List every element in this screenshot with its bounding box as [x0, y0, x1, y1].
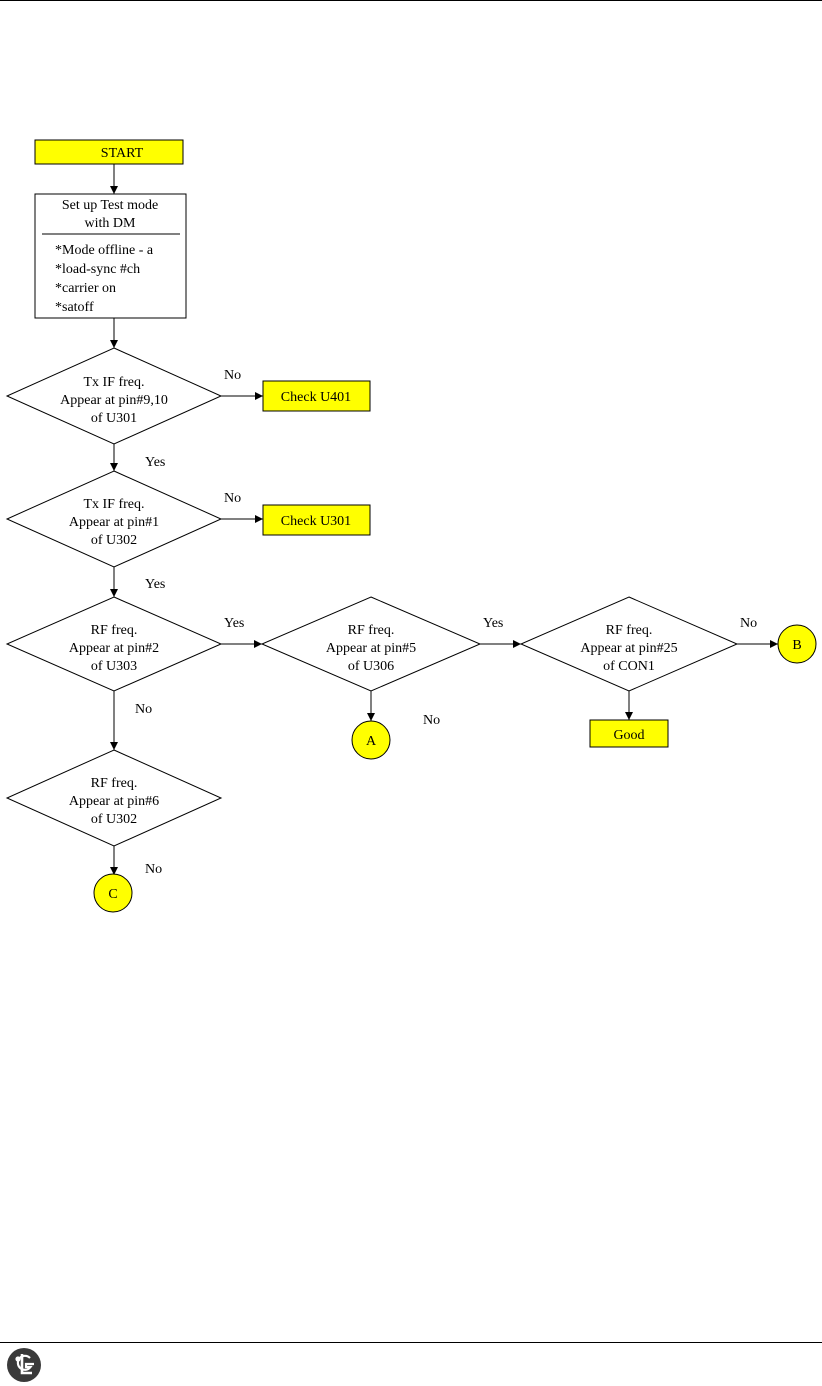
result-1-label: Check U401	[281, 390, 351, 405]
d4-yes-label: Yes	[483, 616, 503, 631]
start-box	[34, 139, 184, 165]
decision-4-line-1: RF freq.	[348, 623, 395, 638]
start-label: START	[101, 146, 144, 161]
decision-2-line-3: of U302	[91, 533, 137, 548]
setup-step-3: *carrier on	[55, 281, 116, 296]
connector-c-label: C	[108, 887, 117, 902]
d3-yes-label: Yes	[224, 616, 244, 631]
decision-2-line-2: Appear at pin#1	[69, 515, 159, 530]
setup-title-line-1: Set up Test mode	[62, 198, 158, 213]
connector-c	[93, 873, 133, 913]
d2-no-label: No	[224, 491, 241, 506]
decision-1-line-2: Appear at pin#9,10	[60, 393, 168, 408]
header-rule	[0, 0, 822, 1]
lg-logo-g-mark	[16, 1354, 34, 1371]
decision-3-line-2: Appear at pin#2	[69, 641, 159, 656]
d6-no-label: No	[145, 862, 162, 877]
setup-box	[34, 193, 187, 319]
connector-a	[351, 720, 391, 760]
decision-1-line-1: Tx IF freq.	[83, 375, 144, 390]
decision-6-line-3: of U302	[91, 812, 137, 827]
decision-3-line-1: RF freq.	[91, 623, 138, 638]
d4-no-label: No	[423, 713, 440, 728]
decision-3-line-3: of U303	[91, 659, 137, 674]
lg-logo-l-mark	[20, 1354, 32, 1375]
d2-yes-label: Yes	[145, 577, 165, 592]
result-1-box	[262, 380, 371, 412]
connector-b	[777, 624, 817, 664]
decision-6-line-1: RF freq.	[91, 776, 138, 791]
decision-5-line-1: RF freq.	[606, 623, 653, 638]
result-2-label: Check U301	[281, 514, 351, 529]
decision-2-line-1: Tx IF freq.	[83, 497, 144, 512]
decision-1-line-3: of U301	[91, 411, 137, 426]
decision-4-line-2: Appear at pin#5	[326, 641, 416, 656]
decision-5-line-3: of CON1	[603, 659, 655, 674]
connector-b-label: B	[792, 638, 801, 653]
decision-6-line-2: Appear at pin#6	[69, 794, 159, 809]
lg-logo-circle	[7, 1348, 41, 1382]
d1-no-label: No	[224, 368, 241, 383]
d3-no-label: No	[135, 702, 152, 717]
decision-4-line-3: of U306	[348, 659, 394, 674]
setup-step-1: *Mode offline - a	[55, 243, 154, 258]
connector-a-label: A	[366, 734, 377, 749]
setup-title-line-2: with DM	[85, 216, 137, 231]
result-good-box	[589, 719, 669, 748]
footer-rule	[0, 1342, 822, 1343]
lg-logo	[7, 1348, 41, 1382]
decision-5-line-2: Appear at pin#25	[580, 641, 677, 656]
result-2-box	[262, 504, 371, 536]
d5-no-label: No	[740, 616, 757, 631]
setup-step-2: *load-sync #ch	[55, 262, 140, 277]
d1-yes-label: Yes	[145, 455, 165, 470]
setup-step-4: *satoff	[55, 300, 94, 315]
result-good-label: Good	[613, 728, 644, 743]
